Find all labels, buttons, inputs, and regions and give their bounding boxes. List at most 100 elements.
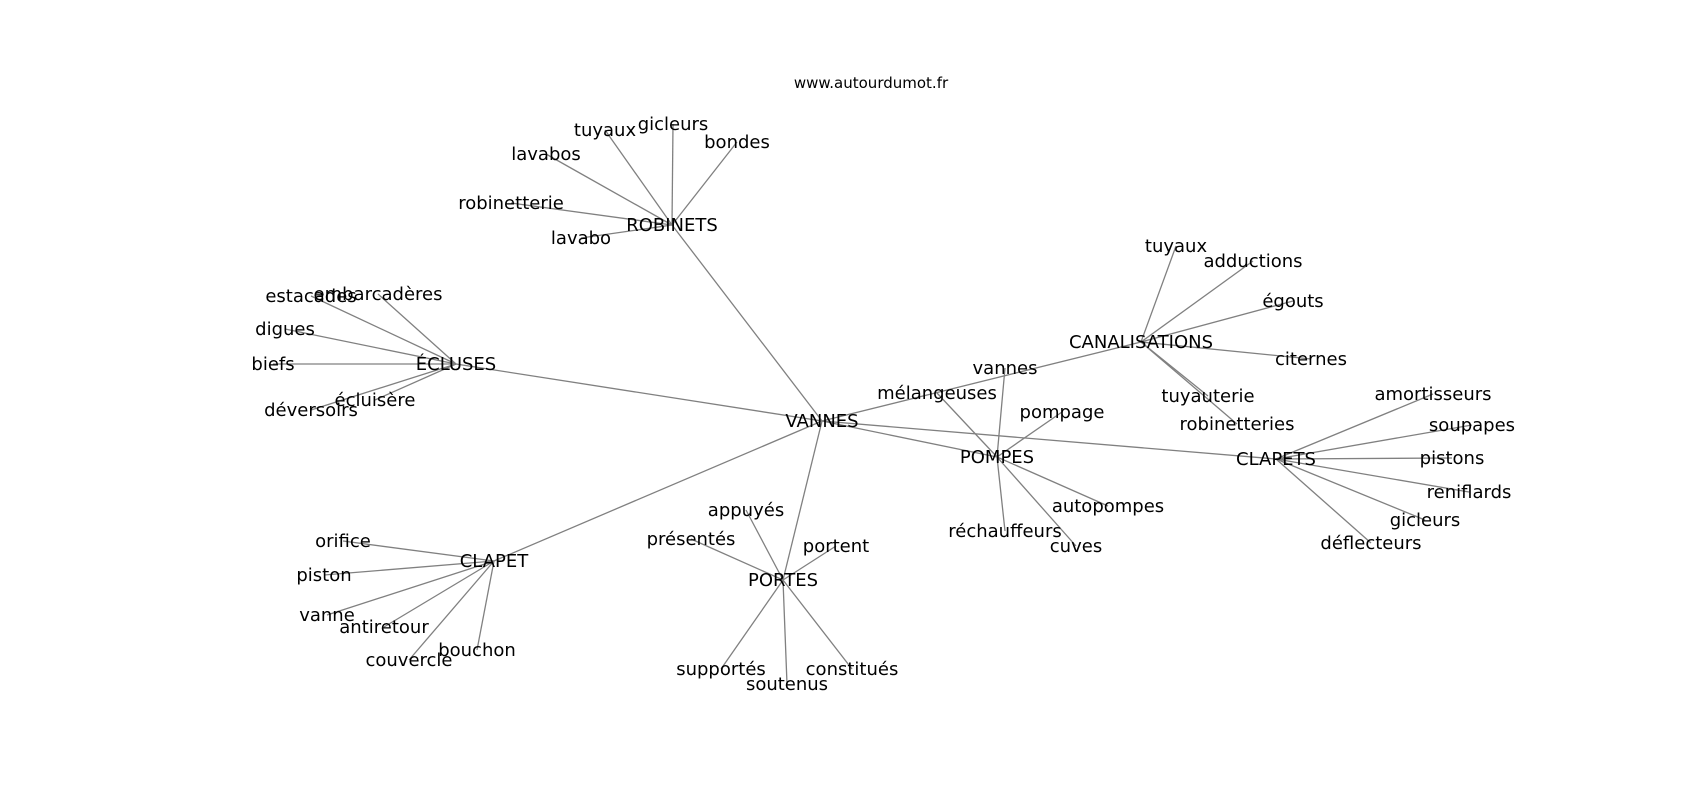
edge-hub-leaf: [1140, 260, 1254, 343]
hub-node: CLAPETS: [1236, 449, 1316, 470]
edge-hub-leaf: [1140, 341, 1238, 425]
edge-hub-leaf: [996, 411, 1063, 458]
leaf-node: cuves: [1050, 536, 1102, 557]
leaf-node: estacades: [265, 286, 356, 307]
edge-hub-leaf: [408, 560, 495, 661]
edge-hub-leaf: [604, 129, 673, 226]
leaf-node: bondes: [704, 132, 770, 153]
leaf-node: déversoirs: [264, 400, 358, 421]
edge-hub-leaf: [510, 202, 673, 226]
edge-hub-leaf: [580, 224, 673, 239]
leaf-node: couvercle: [365, 650, 452, 671]
edge-hub-leaf: [671, 123, 674, 226]
edge-center-hub: [493, 420, 823, 562]
edge-hub-leaf: [1140, 300, 1294, 343]
edge-hub-leaf: [374, 363, 457, 401]
edge-hub-leaf: [323, 560, 495, 576]
center-node: VANNES: [785, 411, 858, 432]
edge-hub-leaf: [1140, 245, 1177, 343]
edge-hub-leaf: [671, 141, 738, 226]
leaf-node: adductions: [1203, 251, 1302, 272]
leaf-node: déflecteurs: [1320, 533, 1421, 554]
leaf-node: robinetterie: [458, 193, 564, 214]
leaf-node: supportés: [676, 659, 766, 680]
leaf-node: gicleurs: [638, 114, 709, 135]
leaf-node: portent: [803, 536, 869, 557]
edge-hub-leaf: [310, 363, 457, 411]
edge-hub-leaf: [782, 579, 853, 670]
leaf-node: tuyauterie: [1161, 386, 1254, 407]
edge-hub-leaf: [310, 295, 457, 365]
edge-hub-leaf: [1275, 458, 1426, 521]
edge-hub-leaf: [720, 579, 784, 670]
edge-center-hub: [782, 420, 823, 581]
leaf-node: bouchon: [438, 640, 516, 661]
leaf-node: embarcadères: [314, 284, 443, 305]
edge-hub-leaf: [476, 560, 495, 651]
leaf-node: gicleurs: [1390, 510, 1461, 531]
hub-node: POMPES: [960, 447, 1034, 468]
leaf-node: amortisseurs: [1374, 384, 1491, 405]
hub-node: ÉCLUSES: [416, 353, 496, 375]
edge-center-hub: [455, 363, 823, 422]
leaf-node: réchauffeurs: [948, 521, 1061, 542]
leaf-node: biefs: [251, 354, 294, 375]
leaf-node: tuyaux: [574, 120, 637, 141]
edge-hub-leaf: [1275, 458, 1470, 493]
hub-node: PORTES: [748, 570, 818, 591]
leaf-node: piston: [296, 565, 351, 586]
edge-hub-leaf: [1275, 457, 1453, 460]
leaf-node: appuyés: [708, 500, 784, 521]
edge-hub-leaf: [1275, 424, 1473, 460]
leaf-node: autopompes: [1052, 496, 1164, 517]
edge-hub-leaf: [745, 509, 784, 581]
edge-hub-leaf: [342, 540, 495, 562]
source-watermark: www.autourdumot.fr: [794, 74, 949, 92]
edge-hub-leaf: [996, 456, 1006, 532]
edge-hub-leaf: [383, 560, 495, 628]
edge-hub-leaf: [377, 293, 457, 365]
edge-center-hub: [671, 224, 823, 422]
edge-hub-leaf: [690, 538, 784, 581]
edge-hub-leaf: [996, 367, 1006, 458]
hub-node: CLAPET: [460, 551, 530, 572]
edge-hub-leaf: [782, 545, 837, 581]
leaf-node: mélangeuses: [877, 383, 997, 404]
leaf-node: égouts: [1262, 291, 1323, 312]
edge-hub-leaf: [936, 392, 998, 458]
edge-center-hub: [821, 341, 1142, 422]
leaf-node: constitués: [806, 659, 899, 680]
edge-hub-leaf: [1140, 341, 1312, 360]
edge-hub-leaf: [1275, 393, 1434, 460]
leaf-node: lavabos: [511, 144, 581, 165]
edge-hub-leaf: [326, 560, 495, 616]
leaf-node: pistons: [1420, 448, 1485, 469]
edge-center-hub: [821, 420, 998, 458]
hub-node: ROBINETS: [626, 215, 718, 236]
leaf-node: soupapes: [1429, 415, 1515, 436]
leaf-node: lavabo: [551, 228, 611, 249]
leaf-node: vannes: [973, 358, 1038, 379]
leaf-node: pompage: [1020, 402, 1105, 423]
leaf-node: écluisère: [335, 390, 416, 411]
leaf-node: reniflards: [1427, 482, 1512, 503]
edge-center-hub: [821, 420, 1277, 460]
edge-hub-leaf: [996, 456, 1109, 507]
edge-hub-leaf: [782, 579, 788, 685]
leaf-node: tuyaux: [1145, 236, 1208, 257]
leaf-node: antiretour: [339, 617, 429, 638]
edge-hub-leaf: [1275, 458, 1372, 544]
edge-hub-leaf: [284, 328, 457, 365]
leaf-node: soutenus: [746, 674, 828, 695]
graph-edges: [273, 123, 1473, 685]
leaf-node: citernes: [1275, 349, 1347, 370]
leaf-node: robinetteries: [1180, 414, 1295, 435]
leaf-node: digues: [255, 319, 315, 340]
hub-node: CANALISATIONS: [1069, 332, 1213, 353]
edge-hub-leaf: [996, 456, 1077, 547]
leaf-node: vanne: [299, 605, 355, 626]
edge-hub-leaf: [545, 153, 673, 226]
leaf-node: orifice: [315, 531, 371, 552]
